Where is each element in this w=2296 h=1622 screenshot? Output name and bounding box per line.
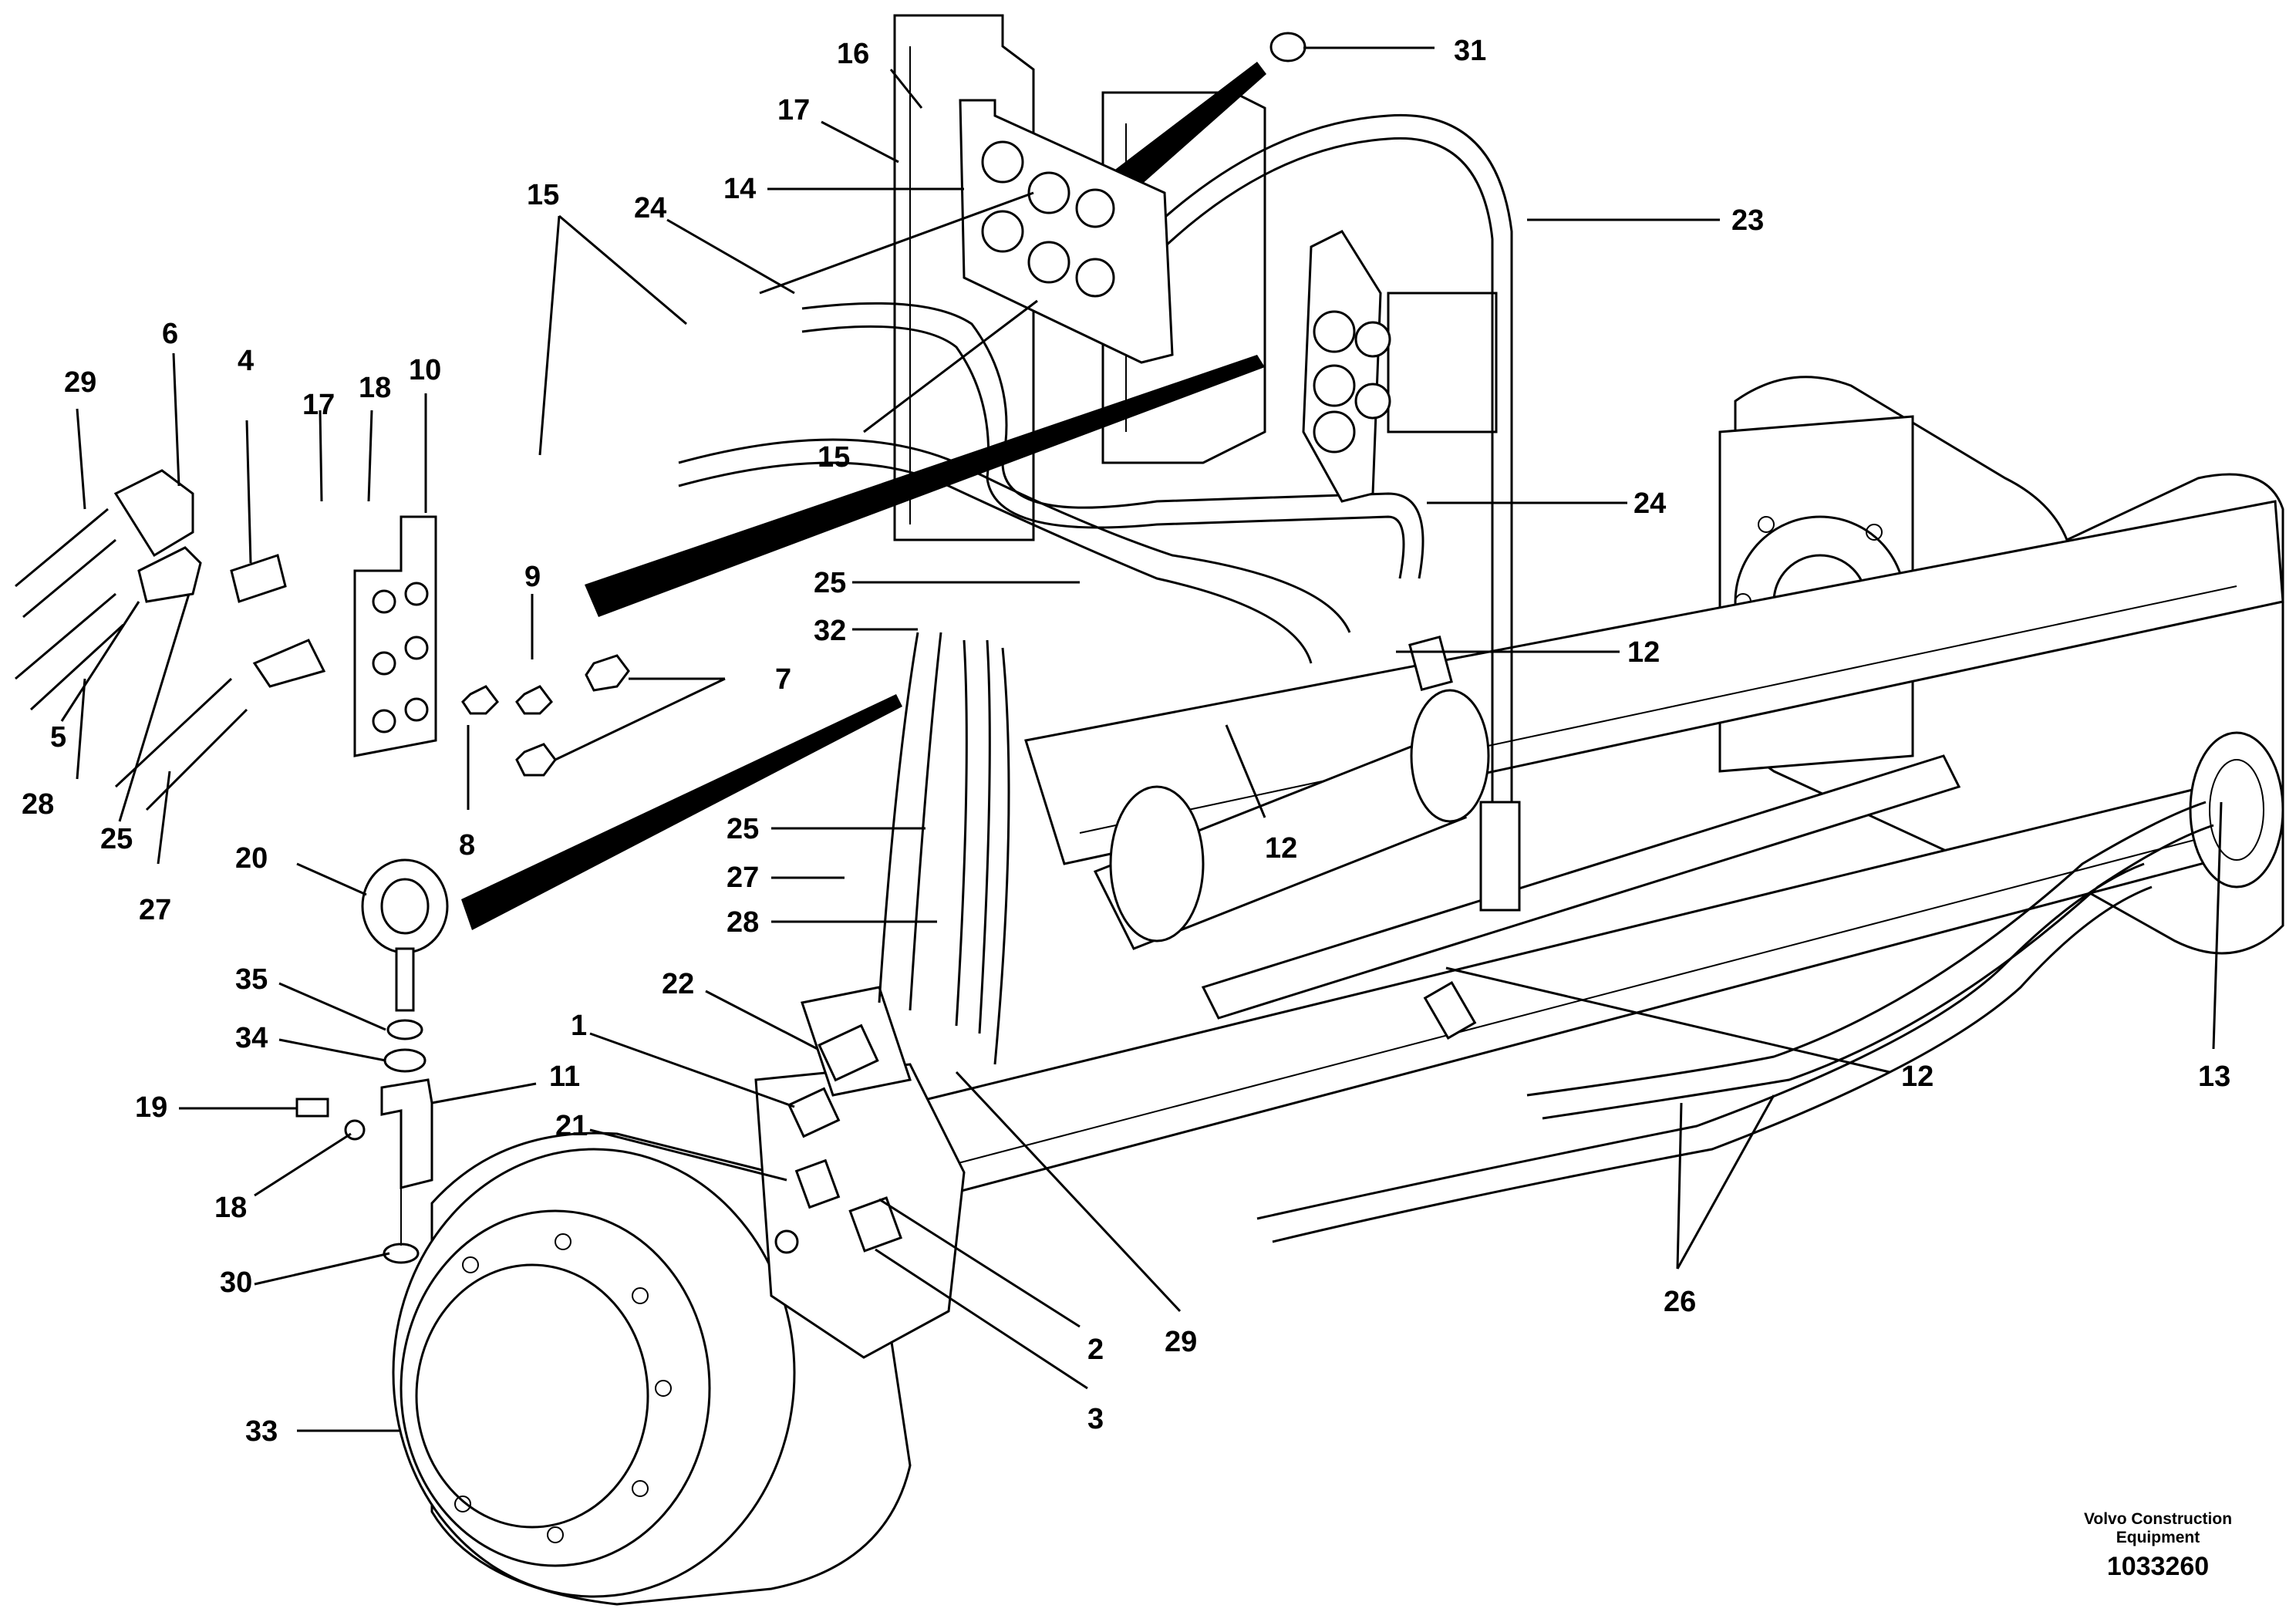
callout-19: 19 <box>135 1091 167 1124</box>
valve-bracket-middle <box>1302 230 1391 503</box>
eyebolt-bracket-assembly <box>295 858 449 1264</box>
callout-2: 2 <box>1087 1334 1104 1366</box>
callout-27-middle: 27 <box>727 862 759 894</box>
title-block: Volvo Construction Equipment 1033260 <box>2084 1510 2232 1581</box>
callout-6: 6 <box>162 318 178 350</box>
callout-14: 14 <box>723 173 756 205</box>
callout-15-bottom: 15 <box>818 441 850 474</box>
callout-8: 8 <box>459 829 475 862</box>
brake-fittings <box>774 32 1477 1254</box>
callout-28-left: 28 <box>22 788 54 821</box>
brand-line-2: Equipment <box>2116 1529 2200 1546</box>
callout-5: 5 <box>50 721 66 754</box>
callout-17-left: 17 <box>302 389 335 421</box>
callout-24-right: 24 <box>1633 487 1666 520</box>
callout-21: 21 <box>555 1110 588 1142</box>
callout-26: 26 <box>1664 1286 1696 1318</box>
callout-33: 33 <box>245 1415 278 1448</box>
callout-20: 20 <box>235 842 268 875</box>
callout-9: 9 <box>524 561 541 593</box>
callout-15-top: 15 <box>527 179 559 211</box>
callout-12-right: 12 <box>1627 636 1660 669</box>
callout-18-lower: 18 <box>214 1192 247 1224</box>
leader-lines <box>60 46 2223 1432</box>
wheel-hub-assembly <box>392 986 966 1606</box>
callout-29-lower: 29 <box>1165 1326 1197 1358</box>
callout-28-middle: 28 <box>727 906 759 939</box>
callout-31: 31 <box>1454 35 1486 67</box>
callout-16: 16 <box>837 38 869 70</box>
callout-32: 32 <box>814 615 846 647</box>
brand-line-1: Volvo Construction <box>2084 1510 2232 1528</box>
callout-34: 34 <box>235 1022 268 1054</box>
callout-12-lower: 12 <box>1901 1061 1934 1093</box>
callout-22: 22 <box>662 968 694 1000</box>
callout-18-left: 18 <box>359 372 391 404</box>
callout-12-middle: 12 <box>1265 832 1297 865</box>
callout-27-left: 27 <box>139 894 171 926</box>
callout-25-lower: 25 <box>727 813 759 845</box>
callout-4: 4 <box>238 345 254 377</box>
callout-35: 35 <box>235 963 268 996</box>
callout-17-top: 17 <box>777 94 810 126</box>
callout-3: 3 <box>1087 1403 1104 1435</box>
callout-11: 11 <box>549 1061 580 1093</box>
plate-10-exploded <box>15 469 630 811</box>
callout-1: 1 <box>571 1010 587 1042</box>
callout-23: 23 <box>1731 204 1764 237</box>
callout-30: 30 <box>220 1266 252 1299</box>
valve-bracket-upper <box>959 99 1174 364</box>
callout-25-left: 25 <box>100 823 133 855</box>
document-number: 1033260 <box>2107 1552 2209 1581</box>
callout-7: 7 <box>775 663 791 696</box>
callout-13: 13 <box>2198 1061 2230 1093</box>
callout-29-left: 29 <box>64 366 96 399</box>
hoses <box>678 113 2214 1243</box>
callout-labels: 31 16 17 14 23 15 24 15 24 25 32 12 12 2… <box>22 35 2230 1448</box>
callout-25-upper: 25 <box>814 567 846 599</box>
callout-10: 10 <box>409 354 441 386</box>
callout-24-top: 24 <box>634 192 666 224</box>
